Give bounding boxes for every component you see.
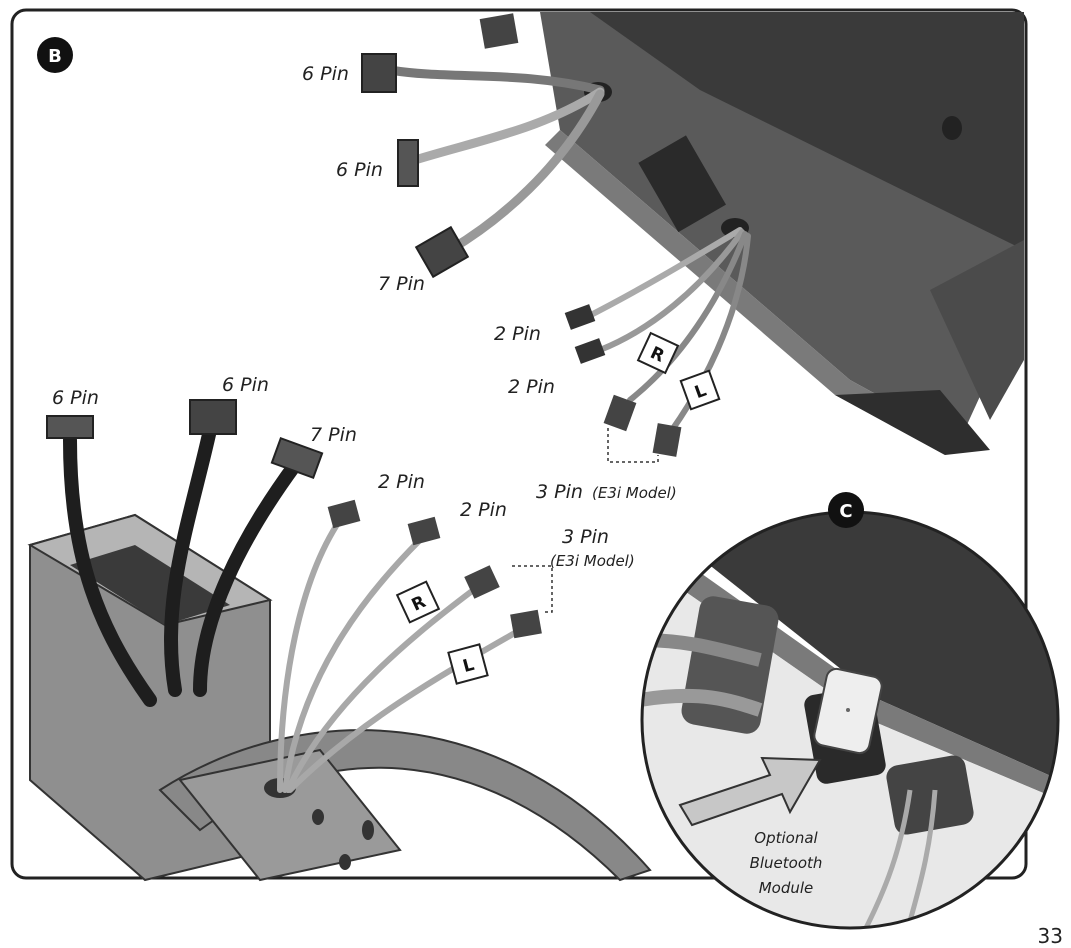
badge-c: C (828, 492, 864, 528)
arrow-icon (678, 756, 822, 827)
connector-6pin-left-b (189, 399, 237, 435)
connector-7pin-left (270, 436, 324, 480)
label-2pin-left-a: 2 Pin (378, 471, 425, 493)
connector-2pin-right-a (564, 304, 596, 330)
tag-l-console: L (679, 369, 721, 411)
connector-3pin-left-b (510, 609, 542, 639)
tag-r-console: R (636, 331, 680, 375)
label-3pin-right: 3 Pin (E3i Model) (536, 481, 677, 503)
svg-text:L: L (461, 655, 477, 677)
caption-optional: Optional (754, 829, 818, 847)
svg-text:B: B (48, 46, 62, 67)
page-number: 33 (1037, 924, 1063, 948)
bracket-3pin-left (512, 565, 553, 613)
label-3pin-left: 3 Pin (562, 526, 609, 548)
label-2pin-left-b: 2 Pin (460, 499, 507, 521)
connector-6pin-top-b (397, 139, 419, 187)
connector-6pin-left-a (46, 415, 94, 439)
console-lower-wires (582, 227, 751, 433)
mast-gray-wires (277, 517, 523, 793)
label-7pin-left: 7 Pin (310, 424, 357, 446)
connector-2pin-left-b (407, 516, 441, 546)
mast-black-wires (63, 423, 302, 707)
label-6pin-top-b: 6 Pin (336, 159, 383, 181)
svg-text:C: C (839, 501, 852, 522)
connector-7pin-top (414, 225, 470, 279)
connector-3pin-right-a (603, 394, 637, 432)
console-upper-wires (385, 65, 605, 255)
tag-l-mast: L (447, 643, 489, 685)
label-7pin-top: 7 Pin (378, 273, 425, 295)
label-3pin-left-model: (E3i Model) (550, 552, 635, 570)
connector-3pin-right-b (652, 423, 682, 457)
label-6pin-left-a: 6 Pin (52, 387, 99, 409)
caption-module: Module (759, 879, 814, 897)
bluetooth-module (813, 667, 883, 755)
console-housing (479, 12, 1024, 455)
label-2pin-right-b: 2 Pin (508, 376, 555, 398)
tag-r-mast: R (395, 580, 441, 624)
badge-b: B (37, 37, 73, 73)
connector-2pin-left-a (327, 499, 361, 529)
connector-2pin-right-b (574, 338, 606, 364)
caption-bluetooth: Bluetooth (750, 854, 823, 872)
connector-3pin-left-a (464, 565, 500, 599)
label-6pin-top-a: 6 Pin (302, 63, 349, 85)
connector-6pin-top-a (361, 53, 397, 93)
label-2pin-right-a: 2 Pin (494, 323, 541, 345)
label-6pin-left-b: 6 Pin (222, 374, 269, 396)
